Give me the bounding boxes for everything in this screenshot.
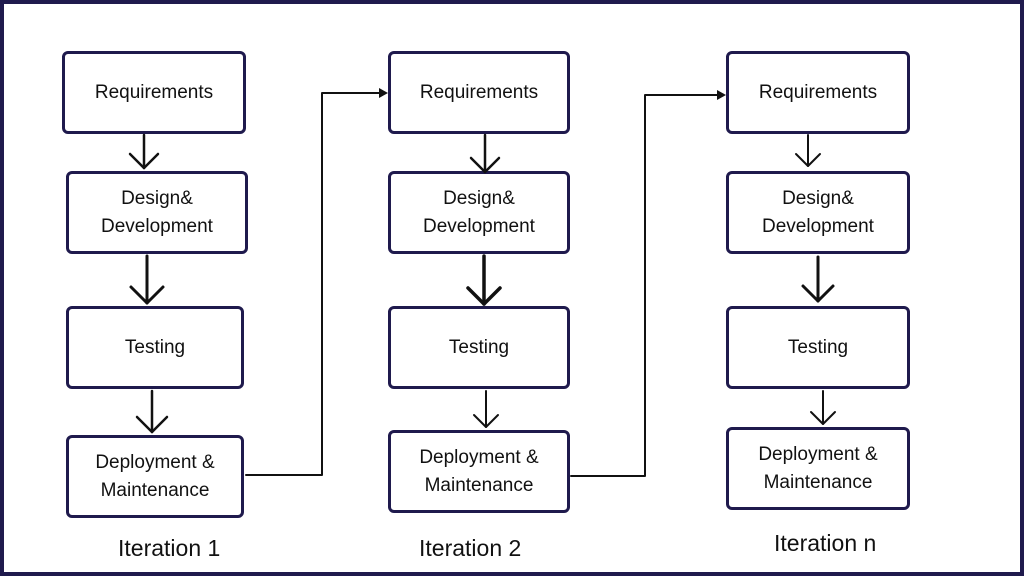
iteration-n-design-development-box: Design& Development [726,171,910,254]
iteration-n-testing-box: Testing [726,306,910,389]
arrow-cn-req-to-design [795,134,821,167]
arrow-c1-design-to-testing [129,254,165,305]
iteration-1-requirements-box: Requirements [62,51,246,134]
iteration-2-label: Iteration 2 [419,535,522,561]
iteration-2-deployment-maintenance-box: Deployment & Maintenance [388,430,570,513]
iteration-1-label: Iteration 1 [118,535,221,561]
iteration-1-design-development-box: Design& Development [66,171,248,254]
arrow-c2-testing-to-deploy [473,390,499,428]
arrow-c2-design-to-testing [466,254,502,306]
iteration-2-requirements-box: Requirements [388,51,570,134]
iteration-2-testing-box: Testing [388,306,570,389]
arrow-c2-req-to-design [469,133,501,174]
connector-arrows [128,88,836,477]
iteration-1-testing-box: Testing [66,306,244,389]
arrow-iteration1-to-iteration2 [245,88,388,476]
arrow-cn-testing-to-deploy [810,390,836,425]
iteration-2-design-development-box: Design& Development [388,171,570,254]
iteration-n-requirements-box: Requirements [726,51,910,134]
iteration-n-label: Iteration n [774,530,877,556]
arrow-cn-design-to-testing [801,255,835,303]
iteration-1-deployment-maintenance-box: Deployment & Maintenance [66,435,244,518]
arrow-c1-testing-to-deploy [135,389,169,434]
arrow-iteration2-to-iterationn [570,90,726,477]
arrow-c1-req-to-design [128,133,160,170]
iteration-n-deployment-maintenance-box: Deployment & Maintenance [726,427,910,510]
